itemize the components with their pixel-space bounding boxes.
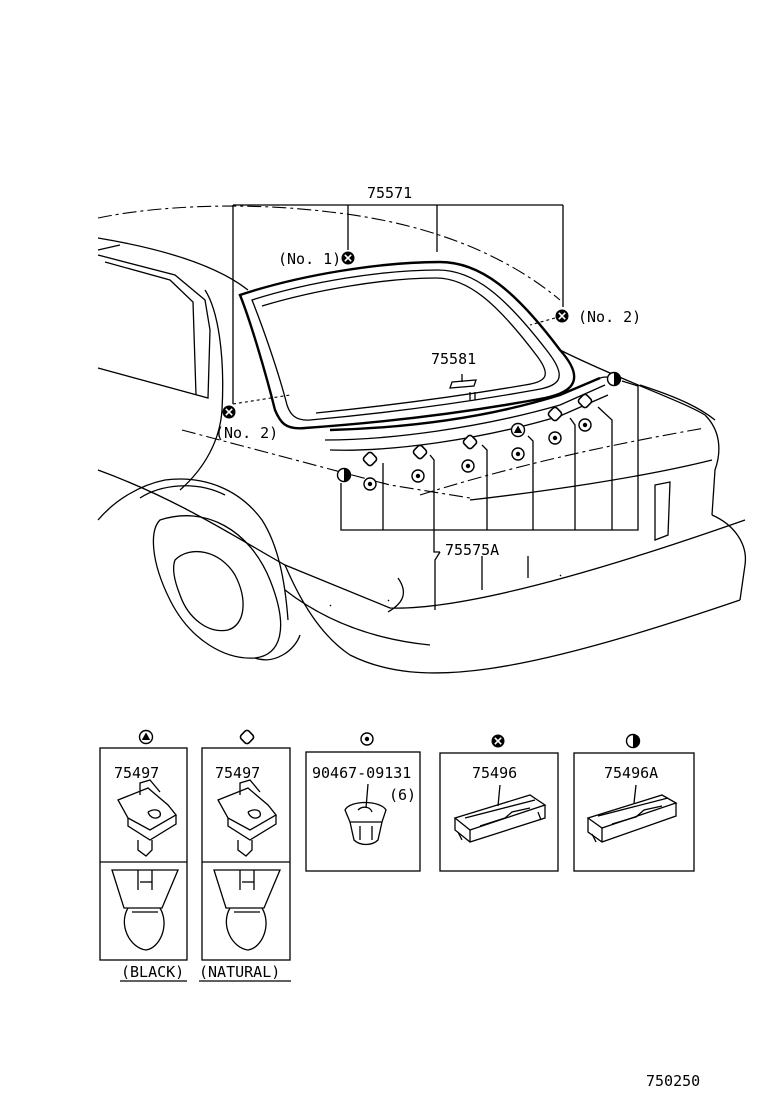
marker-diamond	[361, 450, 379, 468]
part-qty: (6)	[389, 786, 416, 804]
molding-callout: 75571 (No. 1) (No. 2) (No. 2)	[215, 184, 641, 442]
half-circle-symbol-icon	[625, 733, 641, 749]
part-note: (NATURAL)	[199, 963, 280, 981]
clip-no1-marker	[340, 250, 356, 266]
back-window-molding	[238, 260, 613, 451]
dot-symbol-icon	[360, 732, 374, 746]
part-note: (BLACK)	[121, 963, 184, 981]
marker-dot	[363, 477, 377, 491]
marker-diamond	[411, 443, 429, 461]
marker-half	[336, 467, 352, 483]
clip-no2-left-marker	[221, 404, 237, 420]
part-number: 75497	[114, 764, 159, 782]
part-number: 75496	[472, 764, 517, 782]
part-box-75496A: 75496A	[573, 733, 695, 872]
clip-no2-left-label: (No. 2)	[215, 424, 278, 442]
clip-set-label: 75575A	[445, 541, 499, 559]
marker-dot	[548, 431, 562, 445]
car-body-outline	[97, 205, 747, 674]
part-number: 90467-09131	[312, 764, 411, 782]
clip-set-callout: 75575A	[340, 380, 639, 610]
part-box-75496: 75496	[439, 733, 559, 872]
marker-half	[606, 371, 622, 387]
x-symbol-icon	[490, 733, 506, 749]
figure-id: 750250	[646, 1072, 700, 1090]
marker-dot	[578, 418, 592, 432]
triangle-symbol-icon	[138, 729, 154, 745]
marker-dot	[461, 459, 475, 473]
clip-no2-right-label: (No. 2)	[578, 308, 641, 326]
emblem-label: 75581	[431, 350, 476, 368]
diamond-symbol-icon	[238, 728, 256, 746]
part-box-90467-09131: 90467-09131 (6)	[305, 732, 421, 872]
part-number: 75496A	[604, 764, 658, 782]
part-box-75497-black: 75497 (BLACK)	[99, 729, 188, 982]
emblem-75581: 75581	[431, 350, 477, 389]
clip-no2-right-marker	[554, 308, 570, 324]
clip-markers	[336, 371, 622, 491]
clip-no1-label: (No. 1)	[278, 250, 341, 268]
part-number: 75497	[215, 764, 260, 782]
molding-label: 75571	[367, 184, 412, 202]
marker-dot	[411, 469, 425, 483]
marker-dot	[511, 447, 525, 461]
marker-diamond	[576, 392, 594, 410]
part-box-75497-natural: 75497 (NATURAL)	[199, 728, 291, 982]
marker-triangle	[510, 422, 526, 438]
